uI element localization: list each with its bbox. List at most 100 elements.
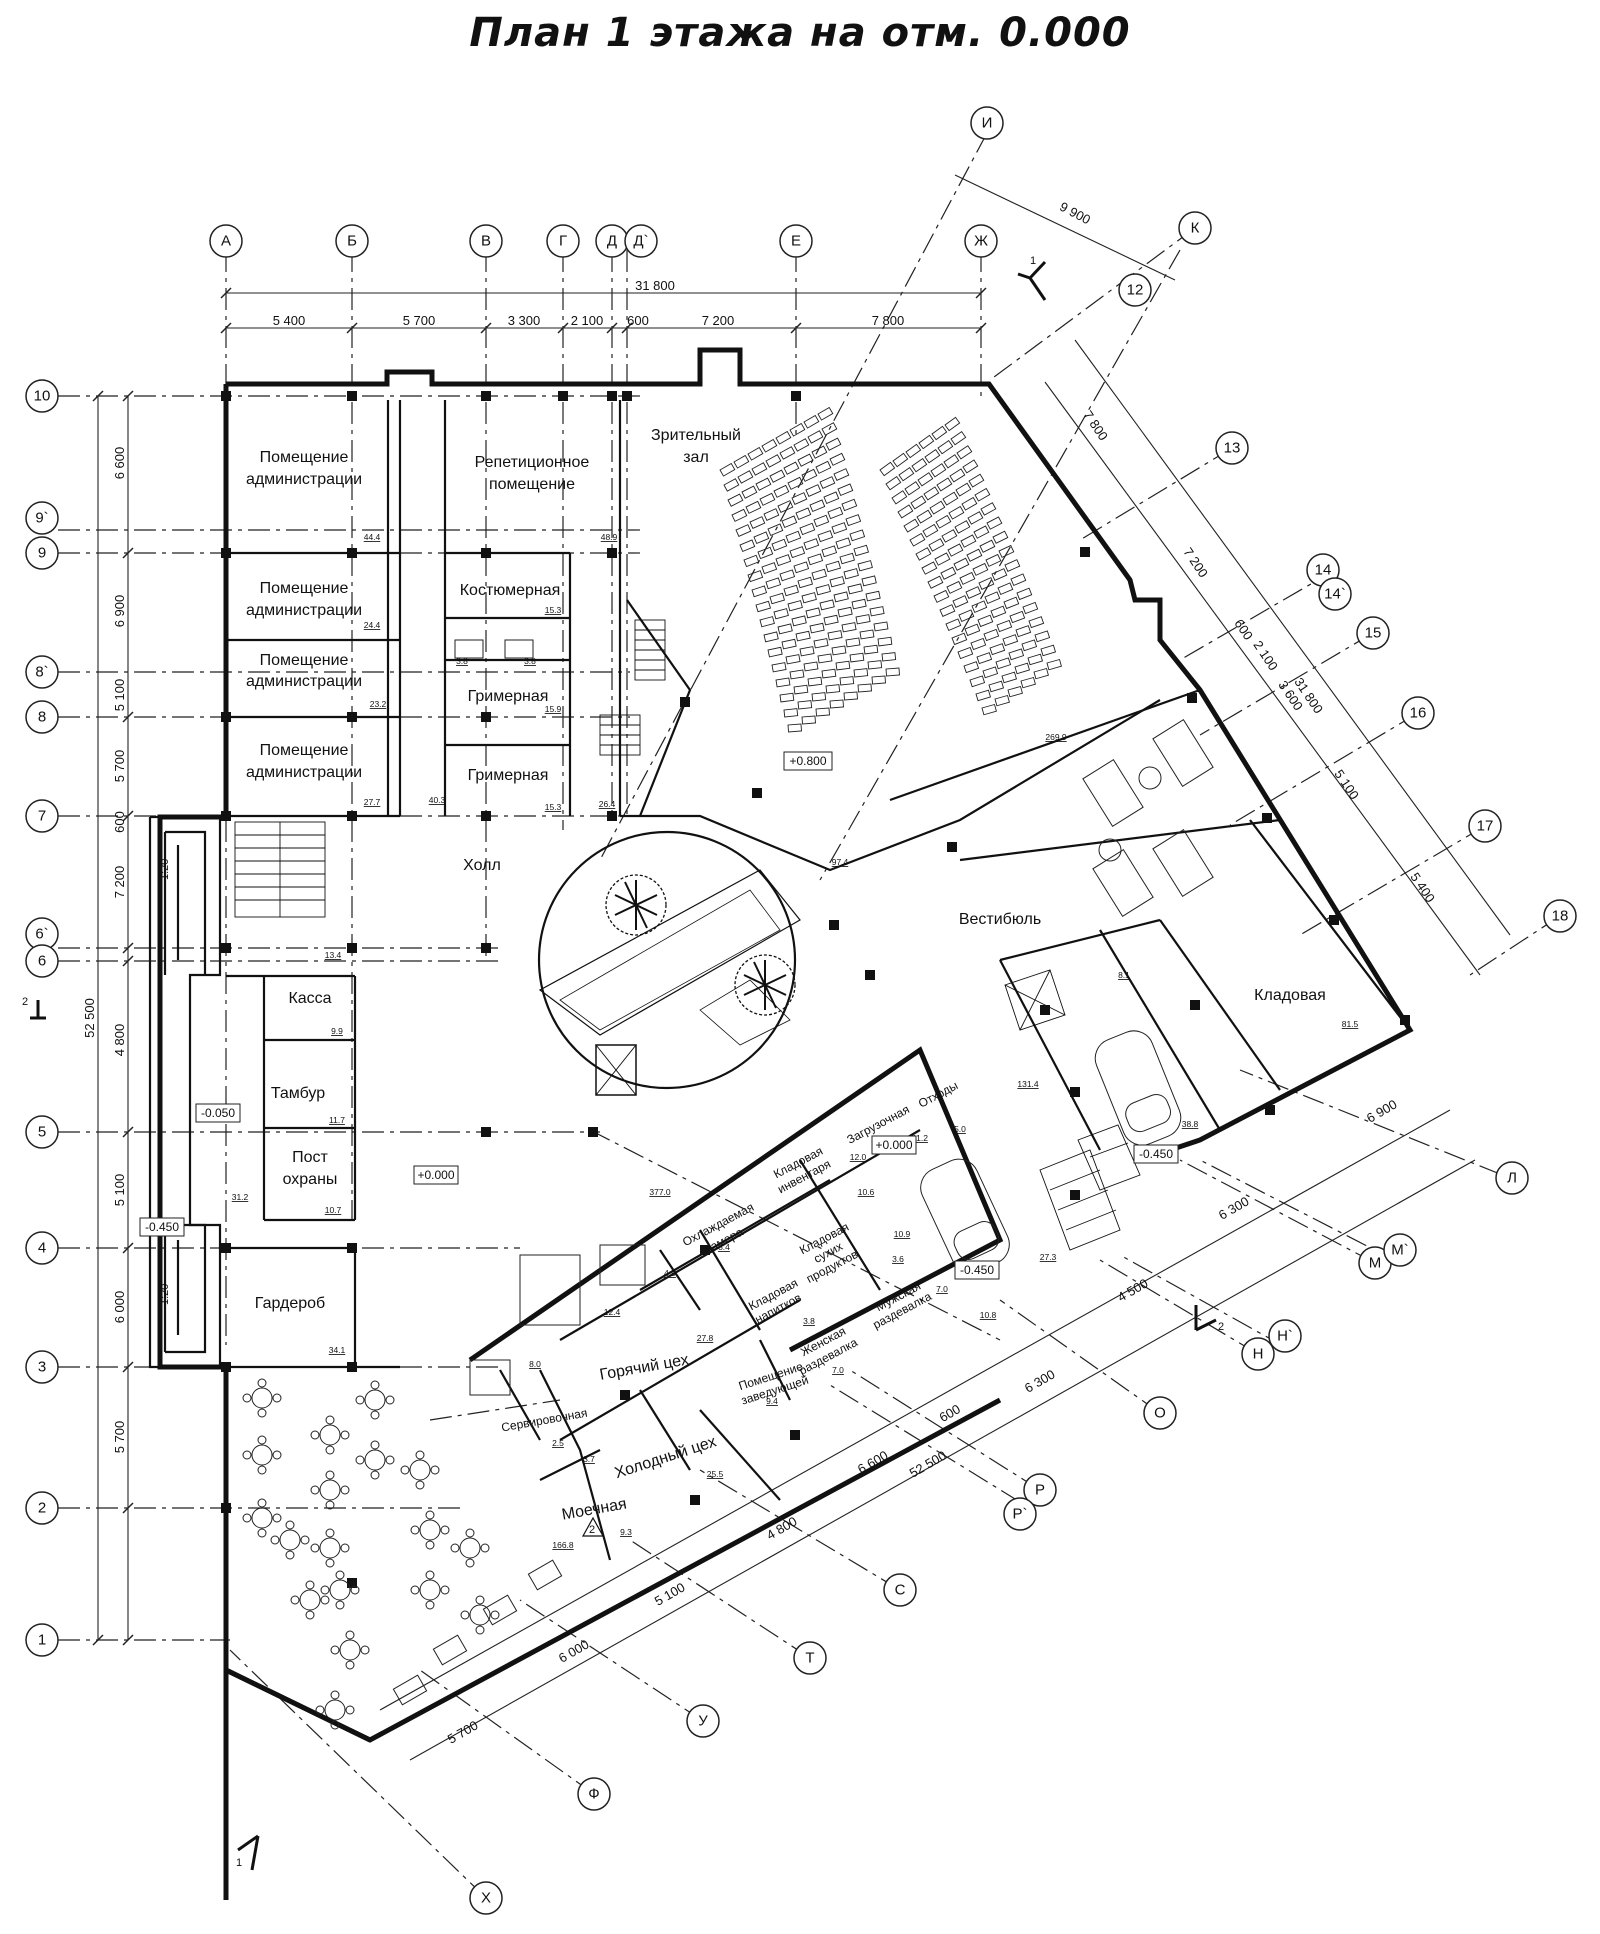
section-label: 1 <box>1030 255 1036 267</box>
svg-text:Е: Е <box>791 233 801 250</box>
room-area: 131.4 <box>1017 1079 1039 1089</box>
tree-icon <box>734 954 796 1016</box>
table-icon <box>242 1435 282 1475</box>
dimension-value: 7 800 <box>1080 408 1111 443</box>
table-icon <box>450 1528 490 1568</box>
room-label: Холл <box>463 857 501 874</box>
room-area: 10.6 <box>858 1187 875 1197</box>
table-icon <box>432 1634 468 1666</box>
axis-bubble: 12 <box>1118 273 1152 307</box>
room-label: Костюмерная <box>460 582 561 599</box>
room-area: 5.0 <box>954 1124 966 1134</box>
svg-text:И: И <box>982 115 993 132</box>
axis-grid <box>58 132 1561 1899</box>
axis-bubble: 14` <box>1318 577 1352 611</box>
section-label: 2 <box>22 996 28 1008</box>
svg-text:администрации: администрации <box>246 764 362 781</box>
level-mark: -0.450 <box>145 1220 179 1234</box>
axis-bubble: 4 <box>25 1231 59 1265</box>
level-mark: +0.800 <box>789 754 826 768</box>
axis-bubble: 7 <box>25 799 59 833</box>
table-icon <box>242 1498 282 1538</box>
room-label: Гримерная <box>468 767 549 784</box>
axis-bubble: Н` <box>1268 1319 1302 1353</box>
section-label: 2 <box>1218 1321 1224 1333</box>
dimension-value: 5 100 <box>1331 767 1362 802</box>
svg-text:У: У <box>698 1713 708 1730</box>
room-area: 44.4 <box>364 532 381 542</box>
table-icon <box>460 1595 500 1635</box>
axis-bubble: М` <box>1383 1233 1417 1267</box>
svg-text:5: 5 <box>38 1124 46 1141</box>
axis-bubble: А <box>209 224 243 258</box>
svg-text:Помещение: Помещение <box>260 449 349 466</box>
room-label: Касса <box>288 990 331 1007</box>
svg-text:9: 9 <box>38 545 46 562</box>
svg-text:зал: зал <box>683 449 709 466</box>
svg-text:Б: Б <box>347 233 357 250</box>
room-label: Помещение <box>260 580 349 597</box>
axis-bubble: 10 <box>25 379 59 413</box>
dimension-value: 7 200 <box>702 313 735 328</box>
dimension-value: 6 300 <box>1216 1193 1252 1222</box>
ramp-slopes: 1:20 1:20 <box>159 859 171 1305</box>
building-walls <box>148 347 1414 1900</box>
room-label: охраны <box>283 1171 338 1188</box>
dimension-value: 600 <box>1231 616 1256 642</box>
section-markers: 1 1 2 2 <box>22 255 1224 1871</box>
svg-text:Помещение: Помещение <box>260 742 349 759</box>
axis-bubble: Р` <box>1003 1497 1037 1531</box>
svg-text:Р`: Р` <box>1013 1506 1028 1523</box>
dimension-lines <box>92 174 1511 1761</box>
dimension-value: 5 400 <box>273 313 306 328</box>
dimension-value: 5 100 <box>112 679 127 712</box>
room-area: 166.8 <box>552 1540 574 1550</box>
level-mark: -0.050 <box>201 1106 235 1120</box>
room-area: 9.9 <box>331 1026 343 1036</box>
vestibule-furniture <box>1082 719 1214 917</box>
axis-bubble: Е <box>779 224 813 258</box>
dimension-value: 6 900 <box>112 595 127 628</box>
axis-bubble: Ж <box>964 224 998 258</box>
dimension-value: 52 500 <box>907 1448 949 1481</box>
room-area: 24.4 <box>364 620 381 630</box>
svg-text:10: 10 <box>34 388 51 405</box>
dimension-value: 4 800 <box>112 1024 127 1057</box>
svg-text:4: 4 <box>38 1240 46 1257</box>
room-area: 15.3 <box>545 802 562 812</box>
room-label: Зрительный <box>651 427 741 444</box>
atrium-circle <box>537 830 801 1096</box>
table-icon <box>330 1630 370 1670</box>
area-label: 8.0 <box>529 1359 541 1369</box>
area-label: 3.6 <box>892 1254 904 1264</box>
room-label: Горячий цех <box>598 1351 690 1383</box>
room-area: 27.8 <box>697 1333 714 1343</box>
table-icon <box>355 1380 395 1420</box>
svg-text:О: О <box>1154 1405 1166 1422</box>
area-label: 4.9 <box>664 1268 676 1278</box>
room-area: 8.4 <box>718 1242 730 1252</box>
svg-text:Зрительный: Зрительный <box>651 427 741 444</box>
dimension-value: 5 700 <box>403 313 436 328</box>
table-icon <box>482 1594 518 1626</box>
table-icon <box>310 1470 350 1510</box>
svg-text:администрации: администрации <box>246 602 362 619</box>
room-area: 11.7 <box>329 1115 345 1125</box>
svg-text:Пост: Пост <box>292 1149 328 1166</box>
axis-bubble: 1 <box>25 1623 59 1657</box>
axis-bubble: О <box>1143 1396 1177 1430</box>
slope-label: 1:20 <box>159 1284 171 1305</box>
axis-bubble: Д <box>595 224 629 258</box>
axis-bubble: Ф <box>577 1777 611 1811</box>
room-label: Холодный цех <box>613 1433 719 1482</box>
dimension-value: 6 600 <box>855 1447 891 1476</box>
table-icon <box>270 1520 310 1560</box>
table-icon <box>527 1559 563 1591</box>
dimension-value: 5 700 <box>445 1717 481 1746</box>
table-icon <box>392 1674 428 1706</box>
dimension-value: 52 500 <box>82 998 97 1038</box>
axis-bubble: 15 <box>1356 616 1390 650</box>
axis-bubble: У <box>686 1704 720 1738</box>
dimension-value: 7 200 <box>112 866 127 899</box>
